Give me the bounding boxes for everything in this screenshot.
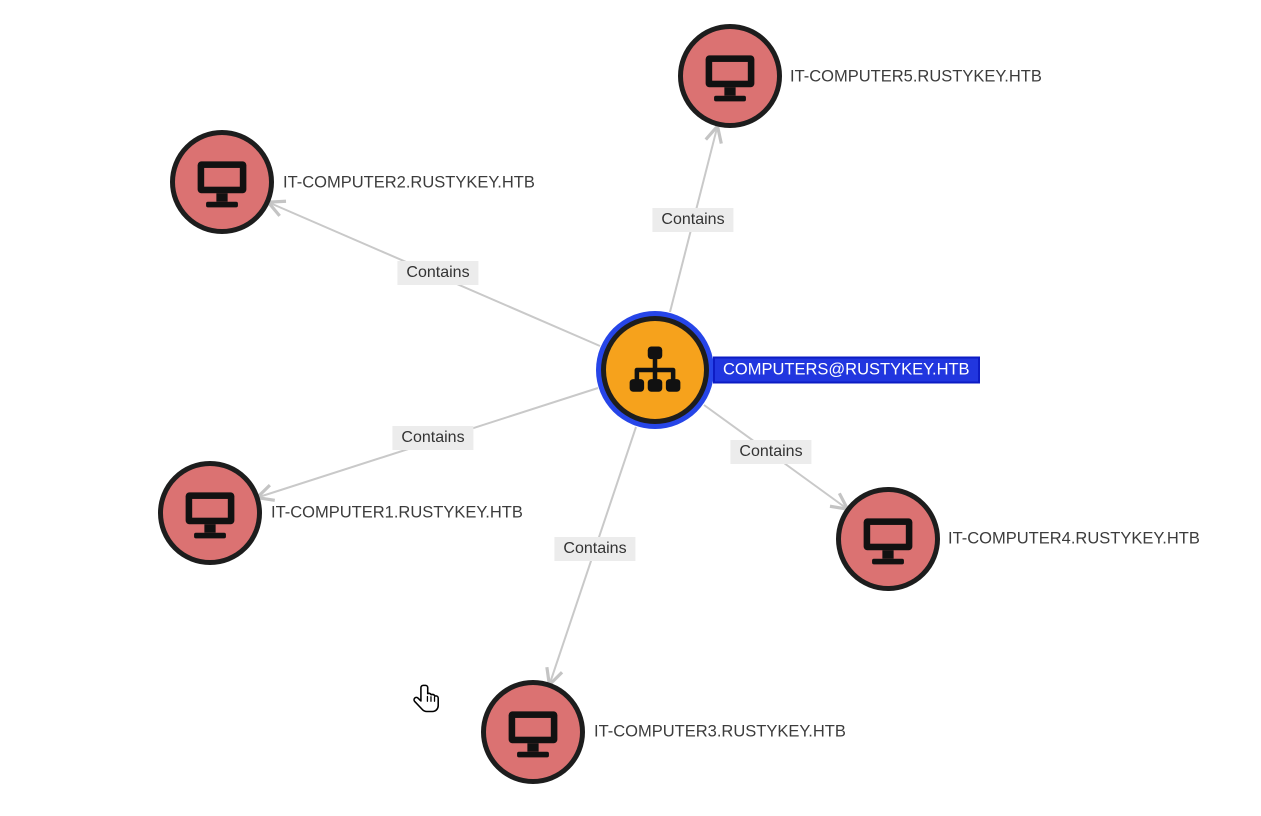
node-label-it-computer2: IT-COMPUTER2.RUSTYKEY.HTB: [283, 173, 535, 192]
edge-label-contains-computer4[interactable]: Contains: [730, 440, 812, 464]
node-label-it-computer4: IT-COMPUTER4.RUSTYKEY.HTB: [948, 529, 1200, 548]
sitemap-icon: [629, 346, 681, 392]
node-it-computer4[interactable]: [836, 487, 940, 591]
node-it-computer5[interactable]: [678, 24, 782, 128]
node-label-it-computer3: IT-COMPUTER3.RUSTYKEY.HTB: [594, 722, 846, 741]
monitor-icon: [197, 161, 247, 208]
node-it-computer2[interactable]: [170, 130, 274, 234]
selected-node-label[interactable]: COMPUTERS@RUSTYKEY.HTB: [713, 356, 980, 384]
edge-label-contains-computer5[interactable]: Contains: [652, 208, 734, 232]
monitor-icon: [705, 55, 755, 102]
node-it-computer1[interactable]: [158, 461, 262, 565]
edge-label-contains-computer2[interactable]: Contains: [397, 261, 479, 285]
edge-label-contains-computer3[interactable]: Contains: [554, 537, 636, 561]
node-it-computer3[interactable]: [481, 680, 585, 784]
node-label-it-computer5: IT-COMPUTER5.RUSTYKEY.HTB: [790, 67, 1042, 86]
monitor-icon: [863, 518, 913, 565]
monitor-icon: [508, 711, 558, 758]
node-computers-group-selected[interactable]: [601, 316, 709, 424]
node-label-it-computer1: IT-COMPUTER1.RUSTYKEY.HTB: [271, 503, 523, 522]
edge-label-contains-computer1[interactable]: Contains: [392, 426, 474, 450]
hand-pointer-icon: [411, 682, 445, 721]
monitor-icon: [185, 492, 235, 539]
